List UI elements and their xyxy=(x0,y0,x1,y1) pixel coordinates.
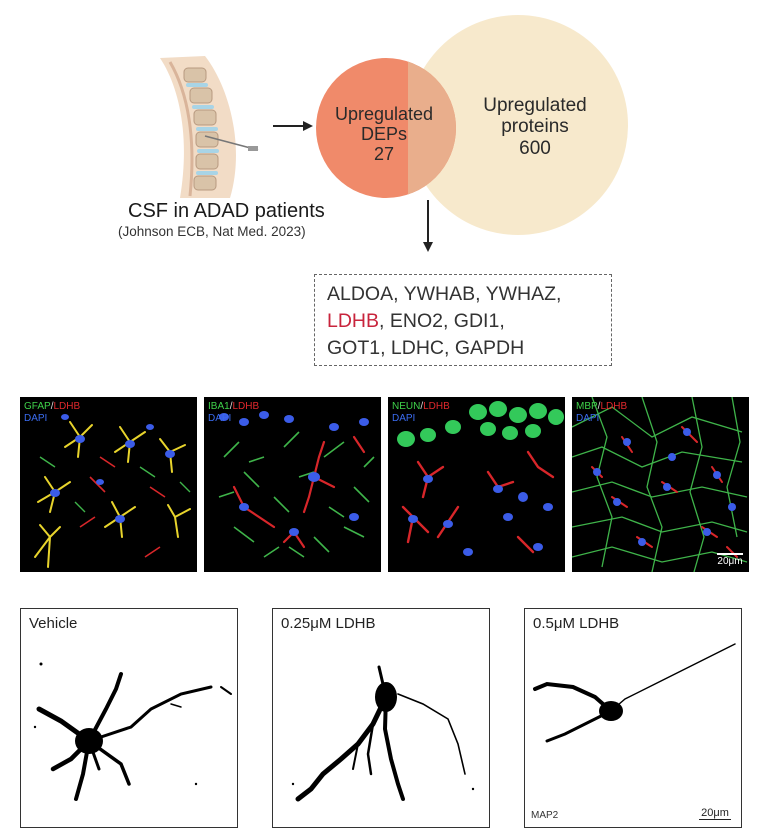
neuron-05-title: 0.5μM LDHB xyxy=(533,615,620,632)
spine-illustration xyxy=(160,56,259,198)
micrograph-neun-image xyxy=(397,401,564,556)
micrograph-gfap-image xyxy=(34,414,191,568)
down-arrow-icon xyxy=(423,200,433,252)
gene-list-box: ALDOA, YWHAB, YWHAZ, LDHB, ENO2, GDI1, G… xyxy=(314,274,612,366)
micrograph-iba1-nuclear: DAPI xyxy=(208,412,232,424)
right-arrow-icon xyxy=(273,121,313,131)
micrograph-mbp-marker: MBP xyxy=(576,401,598,412)
venn-large-label: Upregulated proteins 600 xyxy=(460,95,610,159)
venn-large-line1: Upregulated xyxy=(483,95,587,116)
micrograph-mbp-image xyxy=(572,397,748,572)
neuron-stain-label: MAP2 xyxy=(531,810,559,821)
venn-small-label: Upregulated DEPs 27 xyxy=(318,104,450,164)
micrograph-neun: NEUN/LDHB DAPI xyxy=(388,397,565,572)
neuron-scale-bar: 20μm xyxy=(699,807,731,822)
venn-overlap xyxy=(408,58,456,198)
micrograph-mbp-label: MBP/LDHB DAPI xyxy=(576,401,627,424)
neuron-panel-vehicle: Vehicle xyxy=(20,608,238,828)
micrograph-gfap-label: GFAP/LDHB DAPI xyxy=(24,401,80,424)
neuron-panel-05: 0.5μM LDHB MAP2 20μm xyxy=(524,608,742,828)
micrograph-neun-sep: / xyxy=(420,401,424,412)
micrograph-iba1-target: LDHB xyxy=(232,401,260,412)
micrograph-scale-label: 20μm xyxy=(717,556,743,567)
source-citation: (Johnson ECB, Nat Med. 2023) xyxy=(118,224,306,239)
neuron-vehicle-title: Vehicle xyxy=(29,615,78,632)
venn-small-line2: DEPs xyxy=(360,124,407,145)
micrograph-gfap: GFAP/LDHB DAPI xyxy=(20,397,197,572)
gene-line-3: GOT1, LDHC, GAPDH xyxy=(327,337,525,359)
neuron-025-image xyxy=(291,665,475,802)
source-title: CSF in ADAD patients xyxy=(128,200,325,222)
venn-small-line1: Upregulated xyxy=(334,104,434,124)
micrograph-mbp-sep: / xyxy=(597,401,601,412)
gene-line-2: LDHB, ENO2, GDI1, xyxy=(327,310,505,333)
neuron-025-title: 0.25μM LDHB xyxy=(281,615,376,632)
gene-line-2-rest: , ENO2, GDI1, xyxy=(379,310,505,332)
micrograph-scale-bar: 20μm xyxy=(717,553,743,567)
micrograph-iba1-sep: / xyxy=(229,401,233,412)
venn-small-count: 27 xyxy=(373,144,395,165)
micrograph-mbp-nuclear: DAPI xyxy=(576,412,600,424)
micrograph-iba1-image xyxy=(218,411,375,558)
micrograph-neun-label: NEUN/LDHB DAPI xyxy=(392,401,450,424)
micrograph-neun-nuclear: DAPI xyxy=(392,412,416,424)
micrograph-mbp: MBP/LDHB DAPI 20μm xyxy=(572,397,749,572)
gene-highlight: LDHB xyxy=(327,310,380,332)
micrograph-iba1-marker: IBA1 xyxy=(208,401,230,412)
micrograph-gfap-sep: / xyxy=(50,401,54,412)
neuron-scale-line xyxy=(699,818,731,820)
micrograph-neun-target: LDHB xyxy=(423,401,450,412)
neuron-vehicle-image xyxy=(33,662,232,801)
neuron-05-image xyxy=(533,643,736,743)
micrograph-mbp-target: LDHB xyxy=(600,401,628,412)
micrograph-gfap-target: LDHB xyxy=(53,401,81,412)
venn-large-line2: proteins xyxy=(501,116,569,138)
micrograph-iba1: IBA1/LDHB DAPI xyxy=(204,397,381,572)
neuron-panel-025: 0.25μM LDHB xyxy=(272,608,490,828)
gene-line-1: ALDOA, YWHAB, YWHAZ, xyxy=(327,283,562,305)
micrograph-scale-line xyxy=(717,553,743,555)
micrograph-gfap-nuclear: DAPI xyxy=(24,412,48,424)
micrograph-neun-marker: NEUN xyxy=(392,401,421,412)
micrograph-gfap-marker: GFAP xyxy=(24,401,51,412)
micrograph-iba1-label: IBA1/LDHB DAPI xyxy=(208,401,259,424)
neuron-scale-label: 20μm xyxy=(701,806,729,819)
venn-large-count: 600 xyxy=(519,137,551,159)
